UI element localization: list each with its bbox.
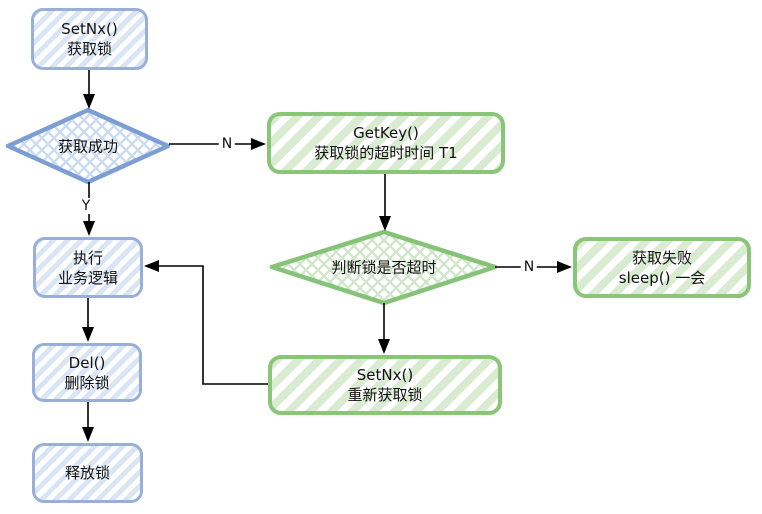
node-execute-line2: 业务逻辑 xyxy=(57,268,118,287)
edge-label-no-timeout: N xyxy=(520,259,538,275)
node-reacquire-line2: 重新获取锁 xyxy=(347,386,423,404)
node-execute-business: 执行 业务逻辑 xyxy=(33,237,143,298)
node-setnx-reacquire: SetNx() 重新获取锁 xyxy=(268,355,502,415)
acquire-success-diamond xyxy=(5,107,171,185)
node-setnx-acquire-line1: SetNx() xyxy=(61,20,118,38)
arrow-reacquire-to-execute xyxy=(144,260,268,385)
node-del-line2: 删除锁 xyxy=(64,373,110,392)
lock-timeout-diamond-label: 判断锁是否超时 xyxy=(331,258,437,277)
node-getkey-line2: 获取锁的超时时间 T1 xyxy=(314,144,458,162)
node-release-label: 释放锁 xyxy=(64,464,110,482)
acquire-success-diamond-label: 获取成功 xyxy=(57,137,119,156)
node-setnx-acquire-line2: 获取锁 xyxy=(66,40,112,58)
node-reacquire-line1: SetNx() xyxy=(356,366,414,384)
edge-label-yes: Y xyxy=(78,198,94,214)
node-acquire-fail-sleep: 获取失败 sleep() 一会 xyxy=(573,237,751,298)
node-fail-line2: sleep() 一会 xyxy=(618,268,706,287)
node-release-lock: 释放锁 xyxy=(32,443,143,503)
node-fail-line1: 获取失败 xyxy=(631,248,692,267)
node-execute-line1: 执行 xyxy=(72,248,103,267)
node-getkey-line1: GetKey() xyxy=(353,124,419,142)
edge-label-no-acquire: N xyxy=(218,136,236,152)
node-setnx-acquire: SetNx() 获取锁 xyxy=(31,8,148,70)
node-getkey-timeout: GetKey() 获取锁的超时时间 T1 xyxy=(267,112,505,174)
node-del-line1: Del() xyxy=(68,353,106,372)
node-del-lock: Del() 删除锁 xyxy=(32,343,142,402)
